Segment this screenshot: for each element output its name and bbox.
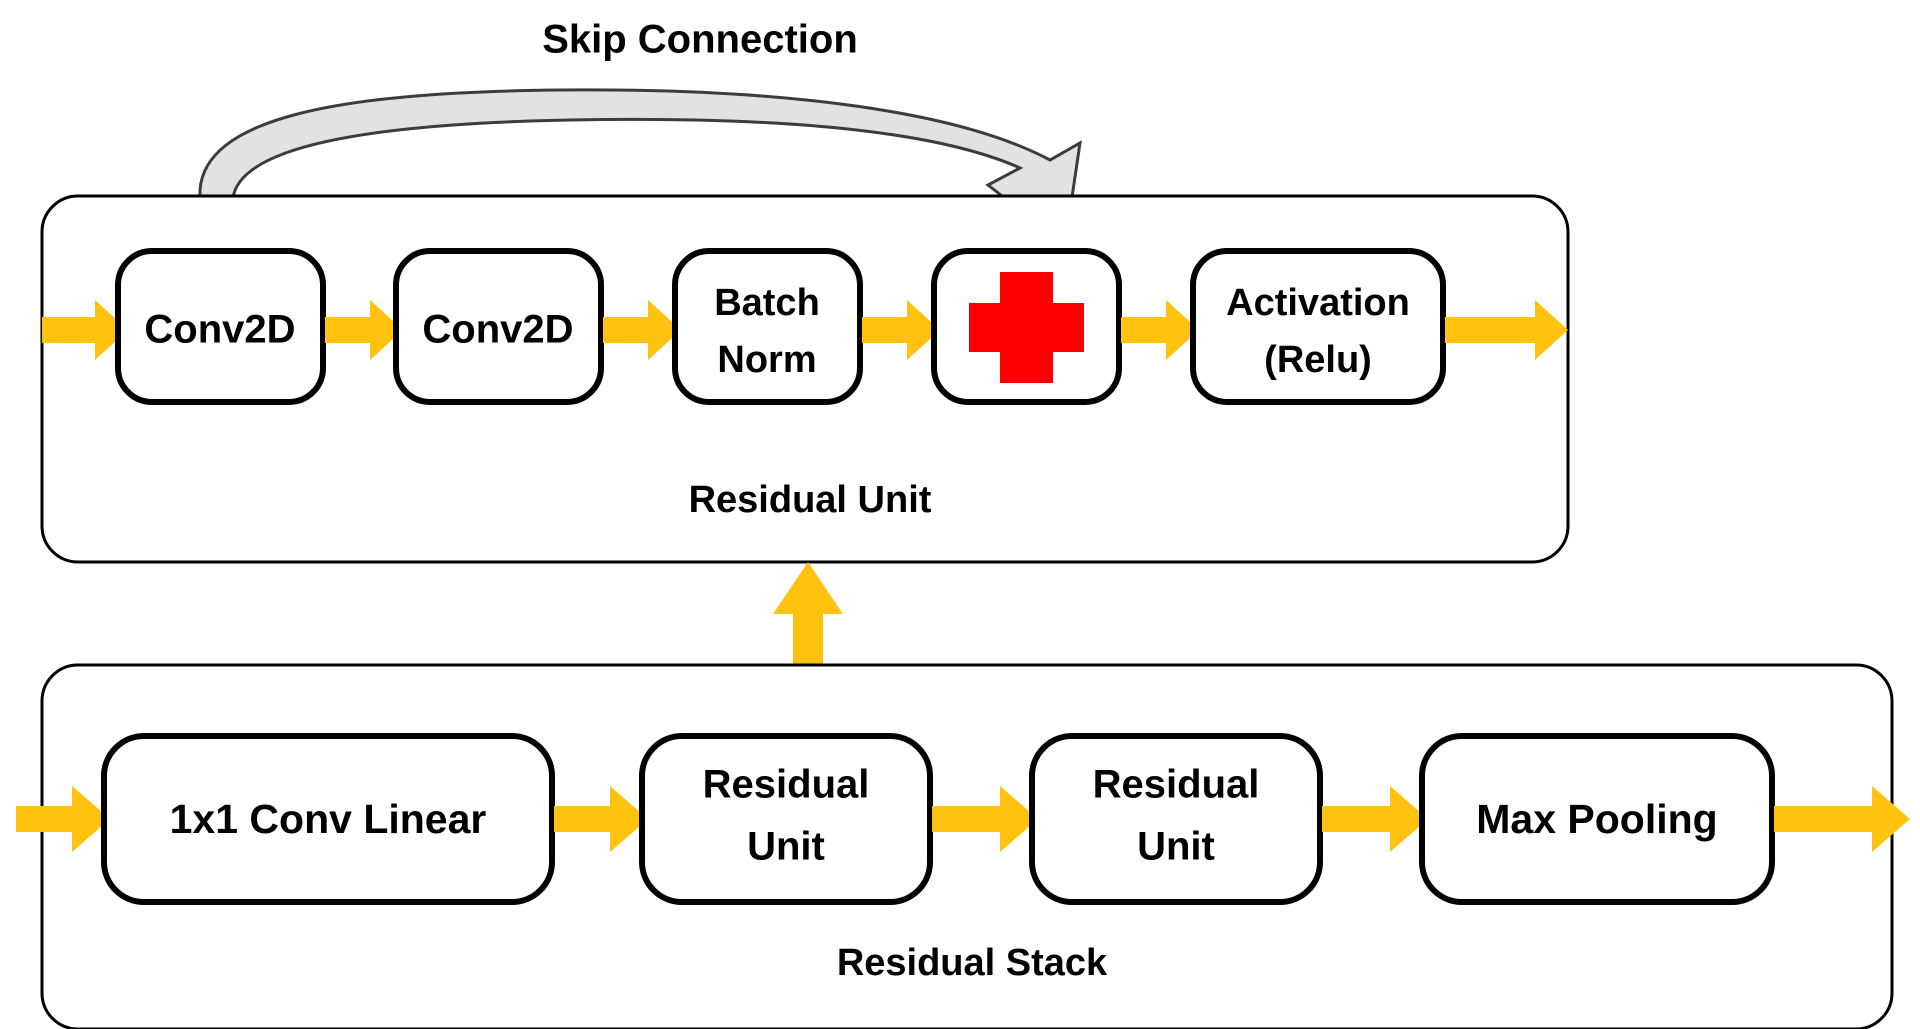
arrow-input-to-conv2d-1 [42,300,128,360]
node-residual-unit-2-label-line2: Unit [1137,825,1215,869]
node-conv2d-2[interactable]: Conv2D [393,248,604,405]
node-batch-norm-label-line2: Norm [717,339,816,381]
residual-unit-group-label: Residual Unit [689,479,932,521]
arrow-residual-unit-1-to-residual-unit-2 [932,786,1038,852]
arrow-residual-unit-2-to-max-pooling [1322,786,1428,852]
arrow-conv2d-1-to-conv2d-2 [325,300,403,360]
skip-connection-arrow-icon [198,88,1082,248]
arrow-batch-norm-to-add [862,300,940,360]
residual-stack-group-label: Residual Stack [837,942,1108,984]
node-residual-unit-1[interactable]: Residual Unit [639,733,933,905]
node-conv2d-1[interactable]: Conv2D [115,248,326,405]
plus-icon [969,272,1084,383]
arrow-max-pooling-to-output [1774,786,1910,852]
node-max-pooling-label: Max Pooling [1476,796,1717,842]
node-conv-linear-label: 1x1 Conv Linear [170,796,487,842]
node-conv2d-2-label: Conv2D [422,308,573,352]
arrow-add-to-activation [1121,300,1199,360]
arrow-up-icon [773,562,843,726]
arrow-conv-linear-to-residual-unit-1 [554,786,648,852]
node-add[interactable] [931,248,1122,405]
node-batch-norm[interactable]: Batch Norm [672,248,863,405]
node-conv2d-1-label: Conv2D [144,308,295,352]
node-activation-label-line2: (Relu) [1264,339,1372,381]
node-residual-unit-2[interactable]: Residual Unit [1029,733,1323,905]
node-batch-norm-label-line1: Batch [714,282,820,324]
node-residual-unit-1-label-line2: Unit [747,825,825,869]
node-max-pooling[interactable]: Max Pooling [1419,733,1775,905]
node-conv-linear[interactable]: 1x1 Conv Linear [101,733,555,905]
arrow-conv2d-2-to-batch-norm [603,300,681,360]
node-residual-unit-1-label-line1: Residual [703,763,870,807]
arrow-input-to-conv-linear [16,786,110,852]
arrow-activation-to-output [1445,300,1568,360]
node-residual-unit-2-label-line1: Residual [1093,763,1260,807]
node-activation-label-line1: Activation [1226,282,1410,324]
skip-connection-label: Skip Connection [542,18,858,62]
node-activation[interactable]: Activation (Relu) [1190,248,1446,405]
